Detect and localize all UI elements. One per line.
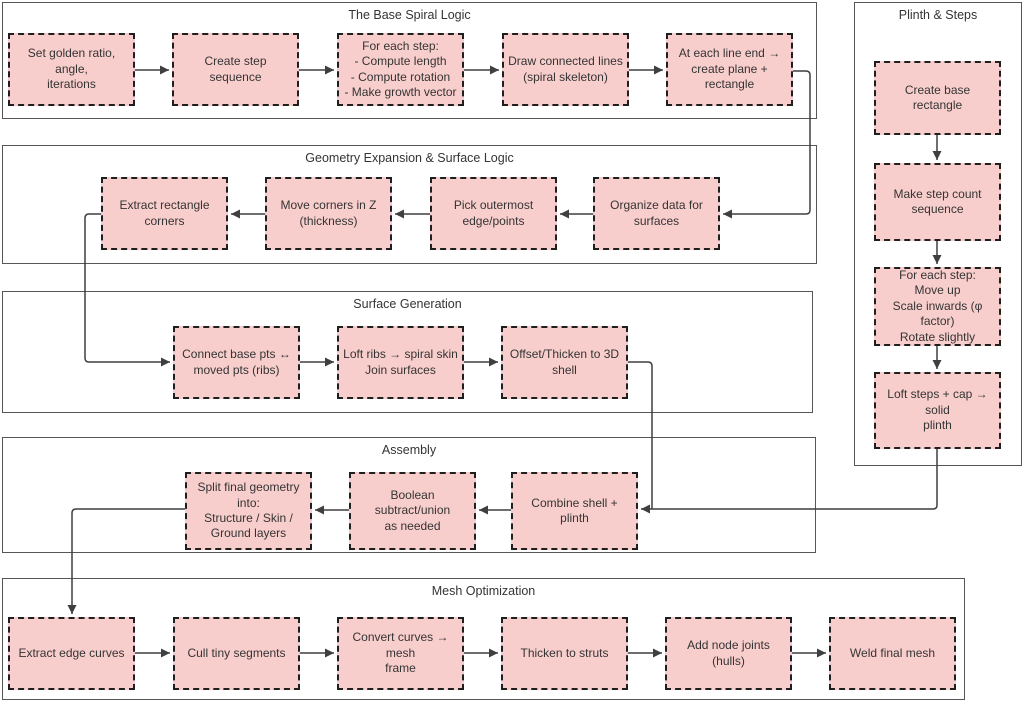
section-title-mesh-optimization: Mesh Optimization <box>431 584 536 598</box>
node-split-final-geometry: Split final geometry into: Structure / S… <box>185 472 312 550</box>
section-mesh-optimization: Mesh Optimization <box>2 578 965 700</box>
section-title-assembly: Assembly <box>381 443 437 457</box>
node-for-each-step: For each step: - Compute length - Comput… <box>337 33 464 106</box>
section-surface-generation: Surface Generation <box>2 291 813 413</box>
node-weld-final-mesh: Weld final mesh <box>829 617 956 690</box>
section-title-surface-generation: Surface Generation <box>353 297 462 311</box>
node-extract-edge-curves: Extract edge curves <box>8 617 135 690</box>
node-combine-shell-plinth: Combine shell + plinth <box>511 472 638 550</box>
node-thicken-to-struts: Thicken to struts <box>501 617 628 690</box>
node-organize-data: Organize data for surfaces <box>593 177 720 250</box>
node-extract-rectangle-corners: Extract rectangle corners <box>101 177 228 250</box>
node-plinth-for-each-step: For each step: Move up Scale inwards (φ … <box>874 267 1001 346</box>
node-add-node-joints: Add node joints (hulls) <box>665 617 792 690</box>
node-loft-ribs: Loft ribs → spiral skin Join surfaces <box>337 326 464 399</box>
section-title-geometry-expansion: Geometry Expansion & Surface Logic <box>305 151 514 165</box>
section-base-spiral: The Base Spiral Logic <box>2 2 817 119</box>
node-set-golden-ratio: Set golden ratio, angle, iterations <box>8 33 135 106</box>
node-cull-tiny-segments: Cull tiny segments <box>173 617 300 690</box>
node-make-step-count: Make step count sequence <box>874 163 1001 241</box>
node-move-corners-in-z: Move corners in Z (thickness) <box>265 177 392 250</box>
node-boolean-subtract-union: Boolean subtract/union as needed <box>349 472 476 550</box>
section-title-plinth-steps: Plinth & Steps <box>898 8 978 22</box>
node-draw-connected-lines: Draw connected lines (spiral skeleton) <box>502 33 629 106</box>
node-convert-curves: Convert curves → mesh frame <box>337 617 464 690</box>
section-title-base-spiral: The Base Spiral Logic <box>348 8 471 22</box>
section-plinth-steps: Plinth & Steps <box>854 2 1022 466</box>
section-geometry-expansion: Geometry Expansion & Surface Logic <box>2 145 817 264</box>
node-create-step-sequence: Create step sequence <box>172 33 299 106</box>
node-loft-steps-cap: Loft steps + cap → solid plinth <box>874 372 1001 449</box>
node-pick-outermost-edge: Pick outermost edge/points <box>430 177 557 250</box>
node-offset-thicken: Offset/Thicken to 3D shell <box>501 326 628 399</box>
node-create-base-rectangle: Create base rectangle <box>874 61 1001 135</box>
node-at-each-line-end: At each line end → create plane + rectan… <box>666 33 793 106</box>
node-connect-base-pts: Connect base pts ↔ moved pts (ribs) <box>173 326 300 399</box>
